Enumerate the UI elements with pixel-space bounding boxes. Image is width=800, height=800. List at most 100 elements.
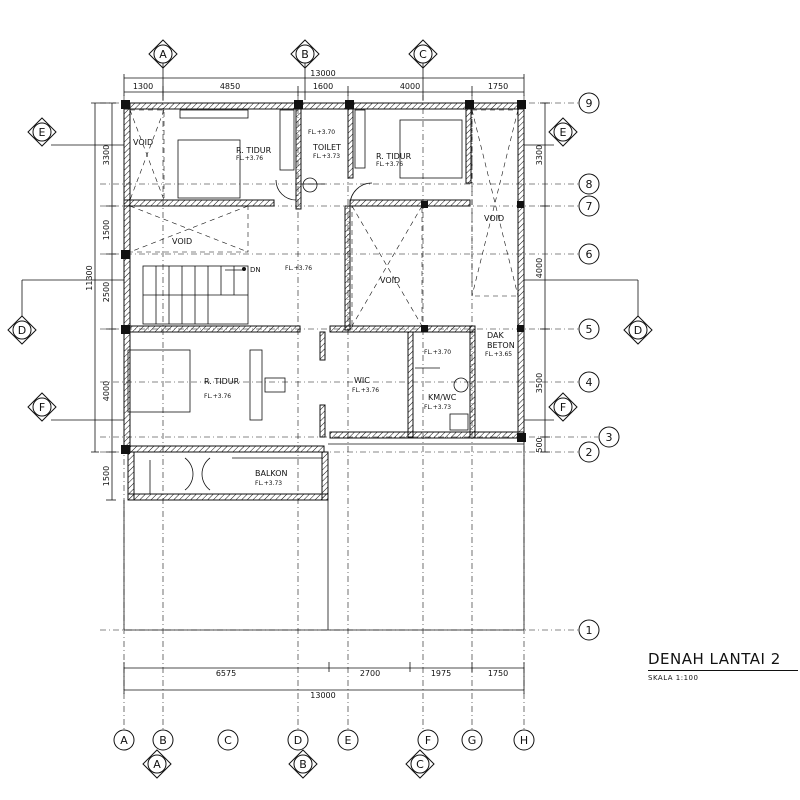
svg-text:A: A xyxy=(153,758,161,771)
grid-bubble-5: 5 xyxy=(578,318,600,340)
void-label-3: VOID xyxy=(380,276,400,285)
columns xyxy=(121,100,526,454)
grid-bubble-1: 1 xyxy=(578,619,600,641)
right-dim-1: 3300 xyxy=(535,145,544,165)
svg-text:F: F xyxy=(560,401,566,414)
grid-bubble-7: 7 xyxy=(578,195,600,217)
top-dim-3: 1600 xyxy=(313,82,333,91)
svg-text:C: C xyxy=(416,758,424,771)
room-fl-tidur-2: FL.+3.76 xyxy=(376,161,403,168)
dak-label-1: DAK xyxy=(487,331,504,340)
stairs-arrow-dot xyxy=(242,267,246,271)
left-dim-1: 3300 xyxy=(102,145,111,165)
void-label-4: VOID xyxy=(484,214,504,223)
section-marker-left-e: E xyxy=(27,117,124,147)
stairs-down-label: DN xyxy=(250,266,261,274)
grid-bubble-2: 2 xyxy=(578,441,600,463)
svg-text:F: F xyxy=(425,734,431,747)
section-marker-top-a: A xyxy=(148,39,178,100)
section-marker-top-c: C xyxy=(408,39,438,100)
dimension-lines xyxy=(91,74,550,694)
left-dim-4: 4000 xyxy=(102,381,111,401)
kmwc-fl-2: FL.+3.73 xyxy=(424,404,451,411)
svg-text:C: C xyxy=(224,734,232,747)
section-marker-top-b: B xyxy=(290,39,320,100)
svg-text:C: C xyxy=(419,48,427,61)
svg-text:A: A xyxy=(120,734,128,747)
grid-bubble-3: 3 xyxy=(598,426,620,448)
dak-fl: FL.+3.65 xyxy=(485,351,512,358)
svg-text:A: A xyxy=(159,48,167,61)
svg-text:E: E xyxy=(39,126,46,139)
room-name-tidur-3: R. TIDUR xyxy=(204,377,240,386)
void-label-2: VOID xyxy=(172,237,192,246)
drawing-scale: SKALA 1:100 xyxy=(648,674,699,682)
svg-text:4: 4 xyxy=(586,376,593,389)
grid-bubble-bottom-a: A xyxy=(113,729,135,751)
top-dim-total: 13000 xyxy=(310,69,335,78)
bottom-dim-3: 1975 xyxy=(431,669,451,678)
drawing-title: DENAH LANTAI 2 xyxy=(648,650,798,671)
toilet-fl-1: FL.+3.70 xyxy=(308,129,335,136)
svg-text:D: D xyxy=(18,324,26,337)
hall-fl: FL.+3.76 xyxy=(285,265,312,272)
stairs xyxy=(142,265,249,325)
right-dim-3: 3500 xyxy=(535,373,544,393)
room-name-tidur-2: R. TIDUR xyxy=(376,152,412,161)
top-dim-5: 1750 xyxy=(488,82,508,91)
room-name-wic: WIC xyxy=(354,376,370,385)
title-block: DENAH LANTAI 2 SKALA 1:100 xyxy=(648,650,798,682)
section-marker-left-d: D xyxy=(7,279,124,345)
grid-bubble-bottom-b: B xyxy=(152,729,174,751)
room-name-tidur-1: R. TIDUR xyxy=(236,146,272,155)
svg-text:B: B xyxy=(159,734,167,747)
lower-outline xyxy=(123,437,525,631)
svg-text:8: 8 xyxy=(586,178,593,191)
left-dim-total: 11300 xyxy=(85,265,94,290)
svg-text:D: D xyxy=(634,324,642,337)
svg-text:3: 3 xyxy=(606,431,613,444)
kmwc-fl-1: FL.+3.70 xyxy=(424,349,451,356)
svg-text:B: B xyxy=(299,758,307,771)
top-dim-4: 4000 xyxy=(400,82,420,91)
void-areas xyxy=(129,109,519,327)
left-dim-2: 1500 xyxy=(102,220,111,240)
top-dim-1: 1300 xyxy=(133,82,153,91)
room-name-toilet: TOILET xyxy=(312,143,341,152)
walls xyxy=(123,102,525,501)
section-marker-right-e: E xyxy=(524,117,578,147)
svg-text:5: 5 xyxy=(586,323,593,336)
void-label-1: VOID xyxy=(133,138,153,147)
dak-label-2: BETON xyxy=(487,341,515,350)
right-dim-4: 500 xyxy=(535,437,544,452)
svg-text:G: G xyxy=(468,734,477,747)
grid-bubble-bottom-h: H xyxy=(513,729,535,751)
bottom-dim-1: 6575 xyxy=(216,669,236,678)
svg-text:7: 7 xyxy=(586,200,593,213)
svg-text:B: B xyxy=(301,48,309,61)
svg-text:2: 2 xyxy=(586,446,593,459)
svg-text:6: 6 xyxy=(586,248,593,261)
svg-text:E: E xyxy=(560,126,567,139)
grid-bubble-bottom-g: G xyxy=(461,729,483,751)
section-marker-bottom-c: C xyxy=(405,749,435,779)
bottom-dim-4: 1750 xyxy=(488,669,508,678)
grid-bubble-8: 8 xyxy=(578,173,600,195)
room-fl-tidur-1: FL.+3.76 xyxy=(236,155,263,162)
grid-bubble-bottom-e: E xyxy=(337,729,359,751)
grid-bubble-9: 9 xyxy=(578,92,600,114)
left-dim-5: 1500 xyxy=(102,466,111,486)
top-dim-2: 4850 xyxy=(220,82,240,91)
left-dim-3: 2500 xyxy=(102,282,111,302)
section-marker-bottom-b: B xyxy=(288,749,318,779)
toilet-fl-2: FL.+3.73 xyxy=(313,153,340,160)
bottom-dim-2: 2700 xyxy=(360,669,380,678)
section-marker-bottom-a: A xyxy=(142,749,172,779)
grid-bubble-4: 4 xyxy=(578,371,600,393)
grid-bubble-bottom-f: F xyxy=(417,729,439,751)
room-fl-tidur-3: FL.+3.76 xyxy=(204,393,231,400)
section-marker-right-d: D xyxy=(524,279,653,345)
grid-bubble-bottom-c: C xyxy=(217,729,239,751)
svg-text:D: D xyxy=(294,734,302,747)
